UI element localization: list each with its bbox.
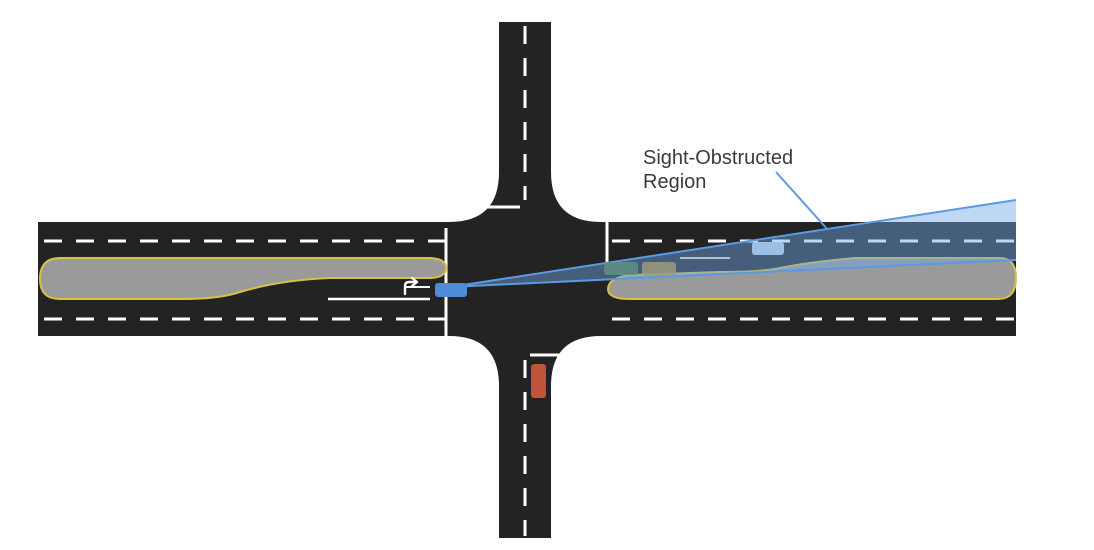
ego-vehicle	[435, 283, 467, 297]
corner-fillet-se	[551, 336, 601, 386]
sight-line-upper	[449, 199, 1017, 288]
cross-traffic-vehicle	[531, 364, 546, 398]
turn-left-arrow-icon	[403, 276, 419, 296]
median-east	[606, 257, 1018, 300]
sight-line-lower	[449, 259, 1017, 288]
corner-fillet-nw	[449, 172, 499, 222]
annotation-leader-line	[775, 171, 829, 231]
corner-fillet-sw	[449, 336, 499, 386]
hidden-vehicle-2	[642, 262, 676, 275]
median-west	[38, 257, 448, 300]
lane-markings	[44, 26, 1016, 536]
sight-obstructed-label: Sight-Obstructed Region	[643, 146, 793, 194]
label-line-1: Sight-Obstructed	[643, 147, 794, 169]
hidden-vehicle-1	[604, 262, 638, 275]
corner-fillet-ne	[551, 172, 601, 222]
label-line-2: Region	[643, 171, 707, 193]
oncoming-vehicle	[752, 242, 784, 255]
